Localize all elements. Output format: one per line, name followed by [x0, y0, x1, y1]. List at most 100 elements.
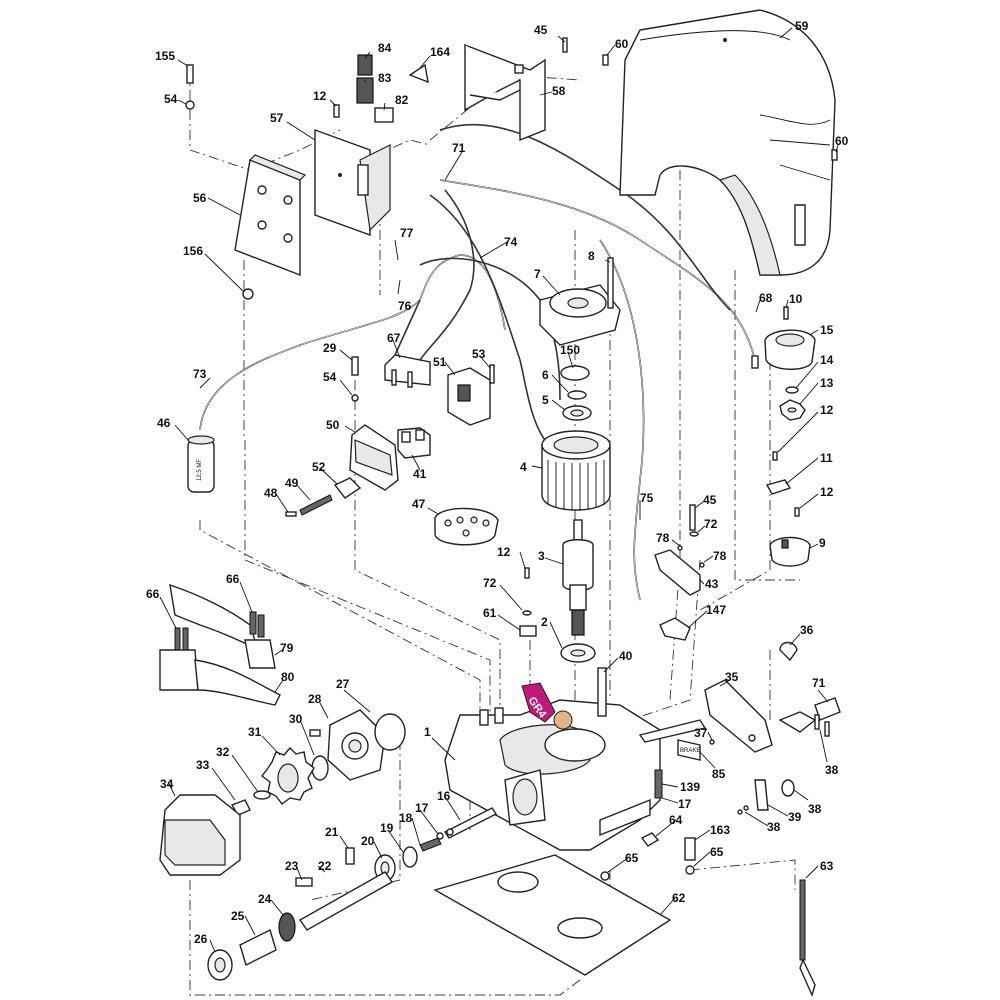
label-68: 68 [759, 291, 773, 305]
label-155: 155 [155, 49, 175, 63]
label-9: 9 [819, 536, 826, 550]
label-150: 150 [560, 343, 580, 357]
label-49: 49 [285, 476, 299, 490]
label-60: 60 [615, 37, 629, 51]
part-gasket [434, 507, 499, 546]
label-21: 21 [325, 825, 339, 839]
label-27: 27 [336, 677, 350, 691]
label-156: 156 [183, 244, 203, 258]
label-2: 2 [541, 615, 548, 629]
plate-marking: BRAKE [680, 748, 700, 754]
label-20: 20 [361, 834, 375, 848]
label-53: 53 [472, 347, 486, 361]
part-sensor-bracket [654, 504, 705, 641]
label-46: 46 [157, 416, 171, 430]
label-7: 7 [534, 267, 541, 281]
small-screws [185, 37, 838, 300]
part-gear-group [230, 746, 329, 816]
label-12b: 12 [820, 403, 834, 417]
label-6: 6 [542, 368, 549, 382]
label-139: 139 [680, 780, 700, 794]
part-base-plate [433, 832, 816, 998]
label-12: 12 [313, 89, 327, 103]
label-71: 71 [452, 141, 466, 155]
label-72: 72 [704, 517, 718, 531]
label-25: 25 [231, 909, 245, 923]
label-13: 13 [820, 376, 834, 390]
label-66: 66 [226, 572, 240, 586]
label-47: 47 [412, 497, 426, 511]
label-33: 33 [196, 758, 210, 772]
label-84: 84 [378, 41, 392, 55]
label-85: 85 [712, 767, 726, 781]
label-75: 75 [640, 491, 654, 505]
part-screws-29 [351, 356, 359, 402]
label-24: 24 [258, 892, 272, 906]
part-release-group: BRAKE [638, 641, 841, 815]
label-41: 41 [413, 467, 427, 481]
label-65b: 65 [710, 845, 724, 859]
label-164: 164 [430, 45, 450, 59]
label-26: 26 [194, 932, 208, 946]
label-58: 58 [552, 84, 566, 98]
label-56: 56 [193, 191, 207, 205]
label-15: 15 [820, 323, 834, 337]
label-4: 4 [520, 460, 527, 474]
label-14: 14 [820, 353, 834, 367]
part-motor-stack [539, 257, 621, 663]
label-12c: 12 [820, 485, 834, 499]
part-output-shaft [207, 807, 498, 981]
part-release-handle [159, 583, 281, 706]
label-61: 61 [483, 606, 497, 620]
part-bracket-58 [463, 43, 546, 142]
label-23: 23 [285, 859, 299, 873]
label-50: 50 [326, 418, 340, 432]
part-mounting-plate [234, 154, 307, 277]
part-limit-switches [384, 354, 495, 426]
label-31: 31 [248, 725, 262, 739]
label-54b: 54 [323, 370, 337, 384]
label-10: 10 [789, 292, 803, 306]
label-63: 63 [820, 859, 834, 873]
label-60b: 60 [835, 134, 849, 148]
part-flange [309, 709, 406, 781]
label-12d: 12 [497, 545, 511, 559]
label-76: 76 [398, 299, 412, 313]
label-72b: 72 [483, 576, 497, 590]
label-40: 40 [619, 649, 633, 663]
label-54: 54 [164, 92, 178, 106]
label-73: 73 [193, 367, 207, 381]
label-59: 59 [795, 19, 809, 33]
label-57: 57 [270, 111, 284, 125]
label-77: 77 [400, 226, 414, 240]
label-147: 147 [706, 603, 726, 617]
label-45: 45 [534, 23, 548, 37]
label-11: 11 [820, 451, 833, 465]
part-connectors-top [356, 54, 429, 123]
label-45b: 45 [703, 493, 717, 507]
label-16: 16 [437, 789, 451, 803]
label-65: 65 [625, 851, 639, 865]
part-capacitor: 12,5 MF [187, 435, 215, 493]
part-switch-housing [285, 424, 431, 517]
label-83: 83 [378, 71, 392, 85]
label-8: 8 [588, 249, 595, 263]
label-79: 79 [280, 641, 294, 655]
label-1: 1 [424, 725, 431, 739]
label-163: 163 [710, 823, 730, 837]
label-5: 5 [542, 393, 549, 407]
part-control-board [314, 129, 391, 236]
label-67: 67 [387, 331, 401, 345]
label-66b: 66 [146, 587, 160, 601]
label-78: 78 [656, 531, 670, 545]
label-43: 43 [705, 577, 719, 591]
label-78b: 78 [713, 549, 727, 563]
label-34: 34 [160, 777, 174, 791]
label-18: 18 [399, 811, 413, 825]
part-gearbox-housing [444, 667, 661, 851]
label-37: 37 [694, 726, 708, 740]
label-32: 32 [216, 745, 230, 759]
label-51: 51 [433, 355, 447, 369]
